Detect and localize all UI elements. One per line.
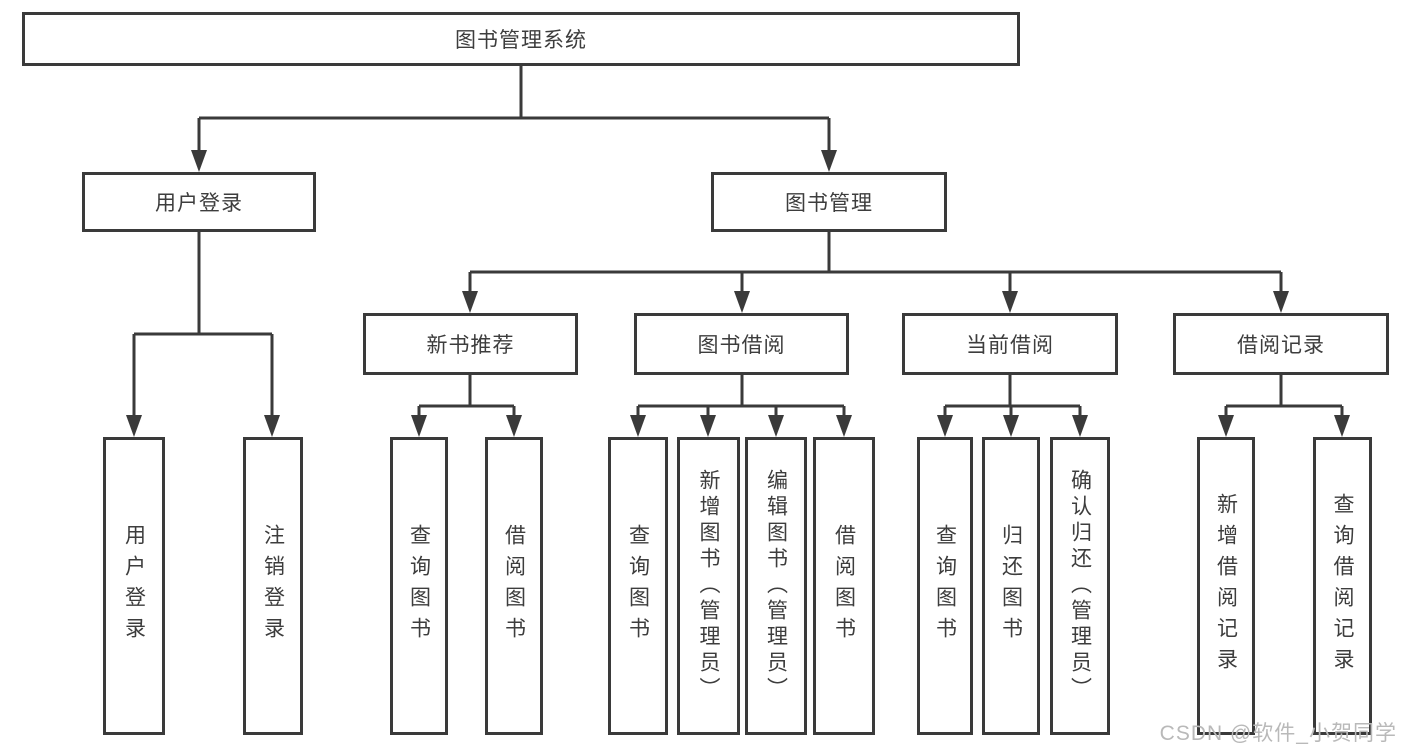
node-book-management: 图书管理 — [711, 172, 947, 232]
node-borrow-record: 借阅记录 — [1173, 313, 1389, 375]
node-label: 新增借阅记录 — [1214, 493, 1238, 679]
leaf-confirm-return-admin: 确认归还（管理员） — [1050, 437, 1110, 735]
leaf-user-login: 用户登录 — [103, 437, 165, 735]
node-label: 确认归还（管理员） — [1068, 469, 1092, 703]
node-label: 用户登录 — [122, 524, 146, 648]
node-label: 图书管理 — [785, 192, 873, 215]
node-label: 新书推荐 — [426, 334, 515, 357]
leaf-return-books: 归还图书 — [982, 437, 1040, 735]
leaf-edit-books-admin: 编辑图书（管理员） — [745, 437, 807, 735]
leaf-logout: 注销登录 — [243, 437, 303, 735]
leaf-query-books: 查询图书 — [917, 437, 973, 735]
node-label: 图书管理系统 — [455, 29, 587, 52]
leaf-add-borrow-record: 新增借阅记录 — [1197, 437, 1255, 735]
node-current-borrow: 当前借阅 — [902, 313, 1118, 375]
node-label: 查询图书 — [407, 524, 431, 648]
node-label: 查询借阅记录 — [1331, 493, 1354, 679]
leaf-query-borrow-record: 查询借阅记录 — [1313, 437, 1372, 735]
node-new-book-recommend: 新书推荐 — [363, 313, 578, 375]
leaf-add-books-admin: 新增图书（管理员） — [677, 437, 740, 735]
node-label: 查询图书 — [626, 524, 650, 648]
node-label: 查询图书 — [933, 524, 957, 648]
node-label: 当前借阅 — [966, 334, 1054, 357]
leaf-borrow-books: 借阅图书 — [485, 437, 543, 735]
node-label: 图书借阅 — [697, 334, 786, 357]
node-label: 借阅记录 — [1237, 334, 1325, 357]
node-label: 新增图书（管理员） — [697, 469, 720, 703]
node-label: 编辑图书（管理员） — [764, 469, 788, 703]
node-user-login: 用户登录 — [82, 172, 316, 232]
node-label: 注销登录 — [261, 524, 285, 648]
node-label: 借阅图书 — [502, 524, 526, 648]
node-book-borrow: 图书借阅 — [634, 313, 849, 375]
node-label: 借阅图书 — [832, 524, 856, 648]
node-label: 归还图书 — [999, 524, 1023, 648]
leaf-query-books: 查询图书 — [608, 437, 668, 735]
leaf-borrow-books: 借阅图书 — [813, 437, 875, 735]
leaf-query-books: 查询图书 — [390, 437, 448, 735]
csdn-watermark: CSDN @软件_小贺同学 — [1159, 722, 1397, 745]
node-label: 用户登录 — [155, 192, 243, 215]
node-root-library-system: 图书管理系统 — [22, 12, 1020, 66]
